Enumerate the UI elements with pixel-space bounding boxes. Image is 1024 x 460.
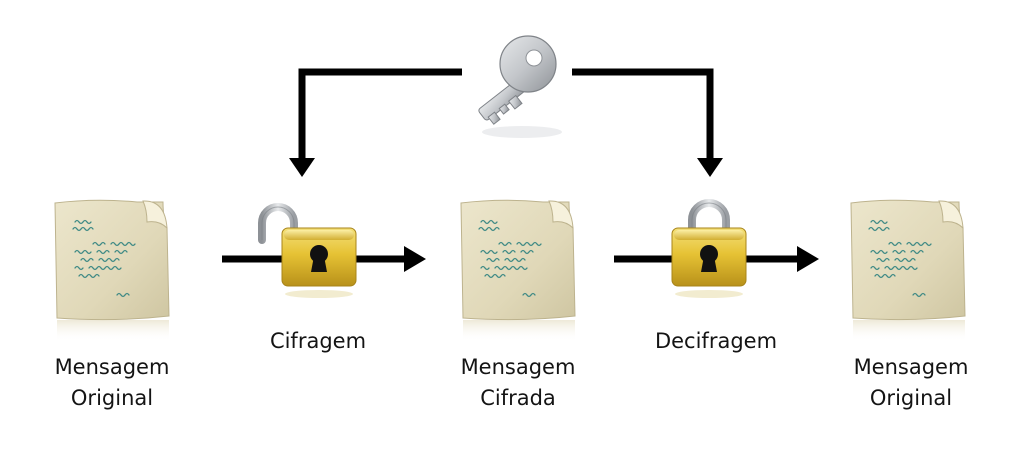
document-icon-cifrada	[460, 199, 576, 342]
caption-line-1: Mensagem	[460, 355, 576, 379]
document-icon-original	[54, 199, 170, 342]
caption-line-2: Cifrada	[480, 386, 556, 410]
encrypt-stage-label: Cifragem	[269, 329, 367, 353]
document-icon-decrypted	[850, 199, 966, 342]
document-caption-cifrada: Mensagem Cifrada	[438, 352, 598, 414]
key-icon	[478, 35, 562, 138]
document-caption-original: Mensagem Original	[32, 352, 192, 414]
caption-line-1: Mensagem	[54, 355, 170, 379]
document-caption-decrypted: Mensagem Original	[831, 352, 991, 414]
padlock-open-icon	[258, 203, 357, 298]
decrypt-stage-label: Decifragem	[654, 329, 778, 353]
key-to-decrypt-arrow	[572, 68, 714, 160]
caption-line-1: Mensagem	[853, 355, 969, 379]
padlock-closed-icon	[671, 199, 747, 298]
caption-line-2: Original	[70, 386, 154, 410]
caption-line-2: Original	[869, 386, 953, 410]
key-to-encrypt-arrow	[298, 68, 462, 160]
